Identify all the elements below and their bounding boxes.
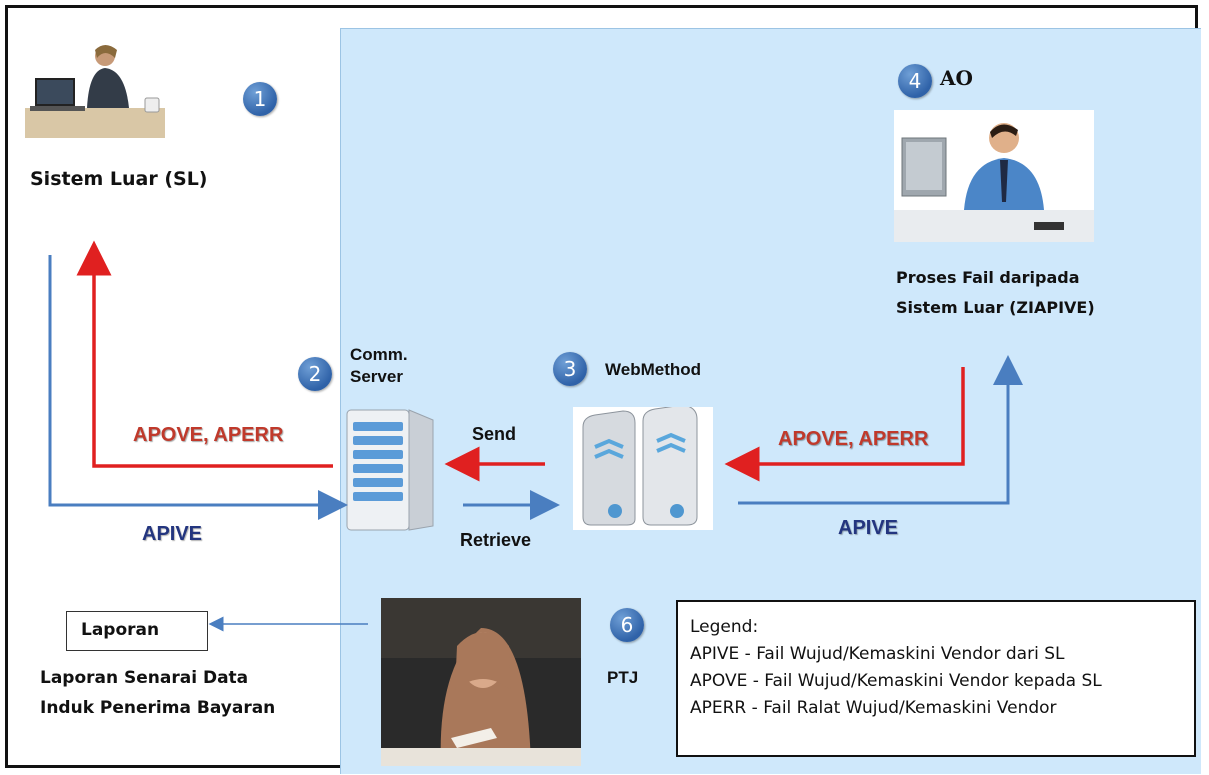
arrow-right-blue (738, 355, 1023, 505)
send-label: Send (472, 424, 517, 444)
webmethod-label: WebMethod (605, 360, 702, 379)
webmethod-servers-icon (573, 407, 713, 530)
ptj-label: PTJ (607, 668, 639, 687)
ao-label: AO (940, 66, 973, 90)
ao-desc-line1: Proses Fail daripada (896, 268, 1080, 287)
right-blue-flow-label: APIVE (838, 517, 899, 539)
ao-desc-line2: Sistem Luar (ZIAPIVE) (896, 298, 1095, 317)
ptj-officer-image (381, 598, 581, 766)
right-red-flow-label: APOVE, APERR (778, 428, 929, 450)
retrieve-label: Retrieve (460, 530, 532, 550)
legend-title: Legend: (690, 617, 759, 637)
sl-label: Sistem Luar (SL) (30, 168, 208, 190)
comm-server-label-line1: Comm. (350, 345, 408, 364)
comm-server-icon (345, 408, 437, 533)
step-4-badge: 4 (898, 64, 932, 98)
legend-item-apive: APIVE - Fail Wujud/Kemaskini Vendor dari… (690, 644, 1065, 664)
arrow-left-red (76, 240, 333, 468)
left-blue-flow-label: APIVE (142, 523, 203, 545)
left-red-flow-label: APOVE, APERR (133, 424, 284, 446)
step-3-badge: 3 (553, 352, 587, 386)
laporan-box: Laporan (66, 611, 208, 651)
step-1-badge: 1 (243, 82, 277, 116)
legend-item-apove: APOVE - Fail Wujud/Kemaskini Vendor kepa… (690, 671, 1102, 691)
sl-worker-image (25, 38, 165, 138)
step-2-badge: 2 (298, 357, 332, 391)
ao-officer-image (894, 110, 1094, 242)
laporan-box-label: Laporan (81, 620, 160, 640)
legend-box: Legend: APIVE - Fail Wujud/Kemaskini Ven… (676, 600, 1196, 757)
legend-item-aperr: APERR - Fail Ralat Wujud/Kemaskini Vendo… (690, 698, 1057, 718)
arrow-right-red (724, 367, 965, 482)
arrow-left-blue (48, 255, 348, 520)
comm-server-label-line2: Server (350, 367, 403, 386)
laporan-desc-line2: Induk Penerima Bayaran (40, 698, 276, 718)
step-6-badge: 6 (610, 608, 644, 642)
laporan-desc-line1: Laporan Senarai Data (40, 668, 249, 688)
